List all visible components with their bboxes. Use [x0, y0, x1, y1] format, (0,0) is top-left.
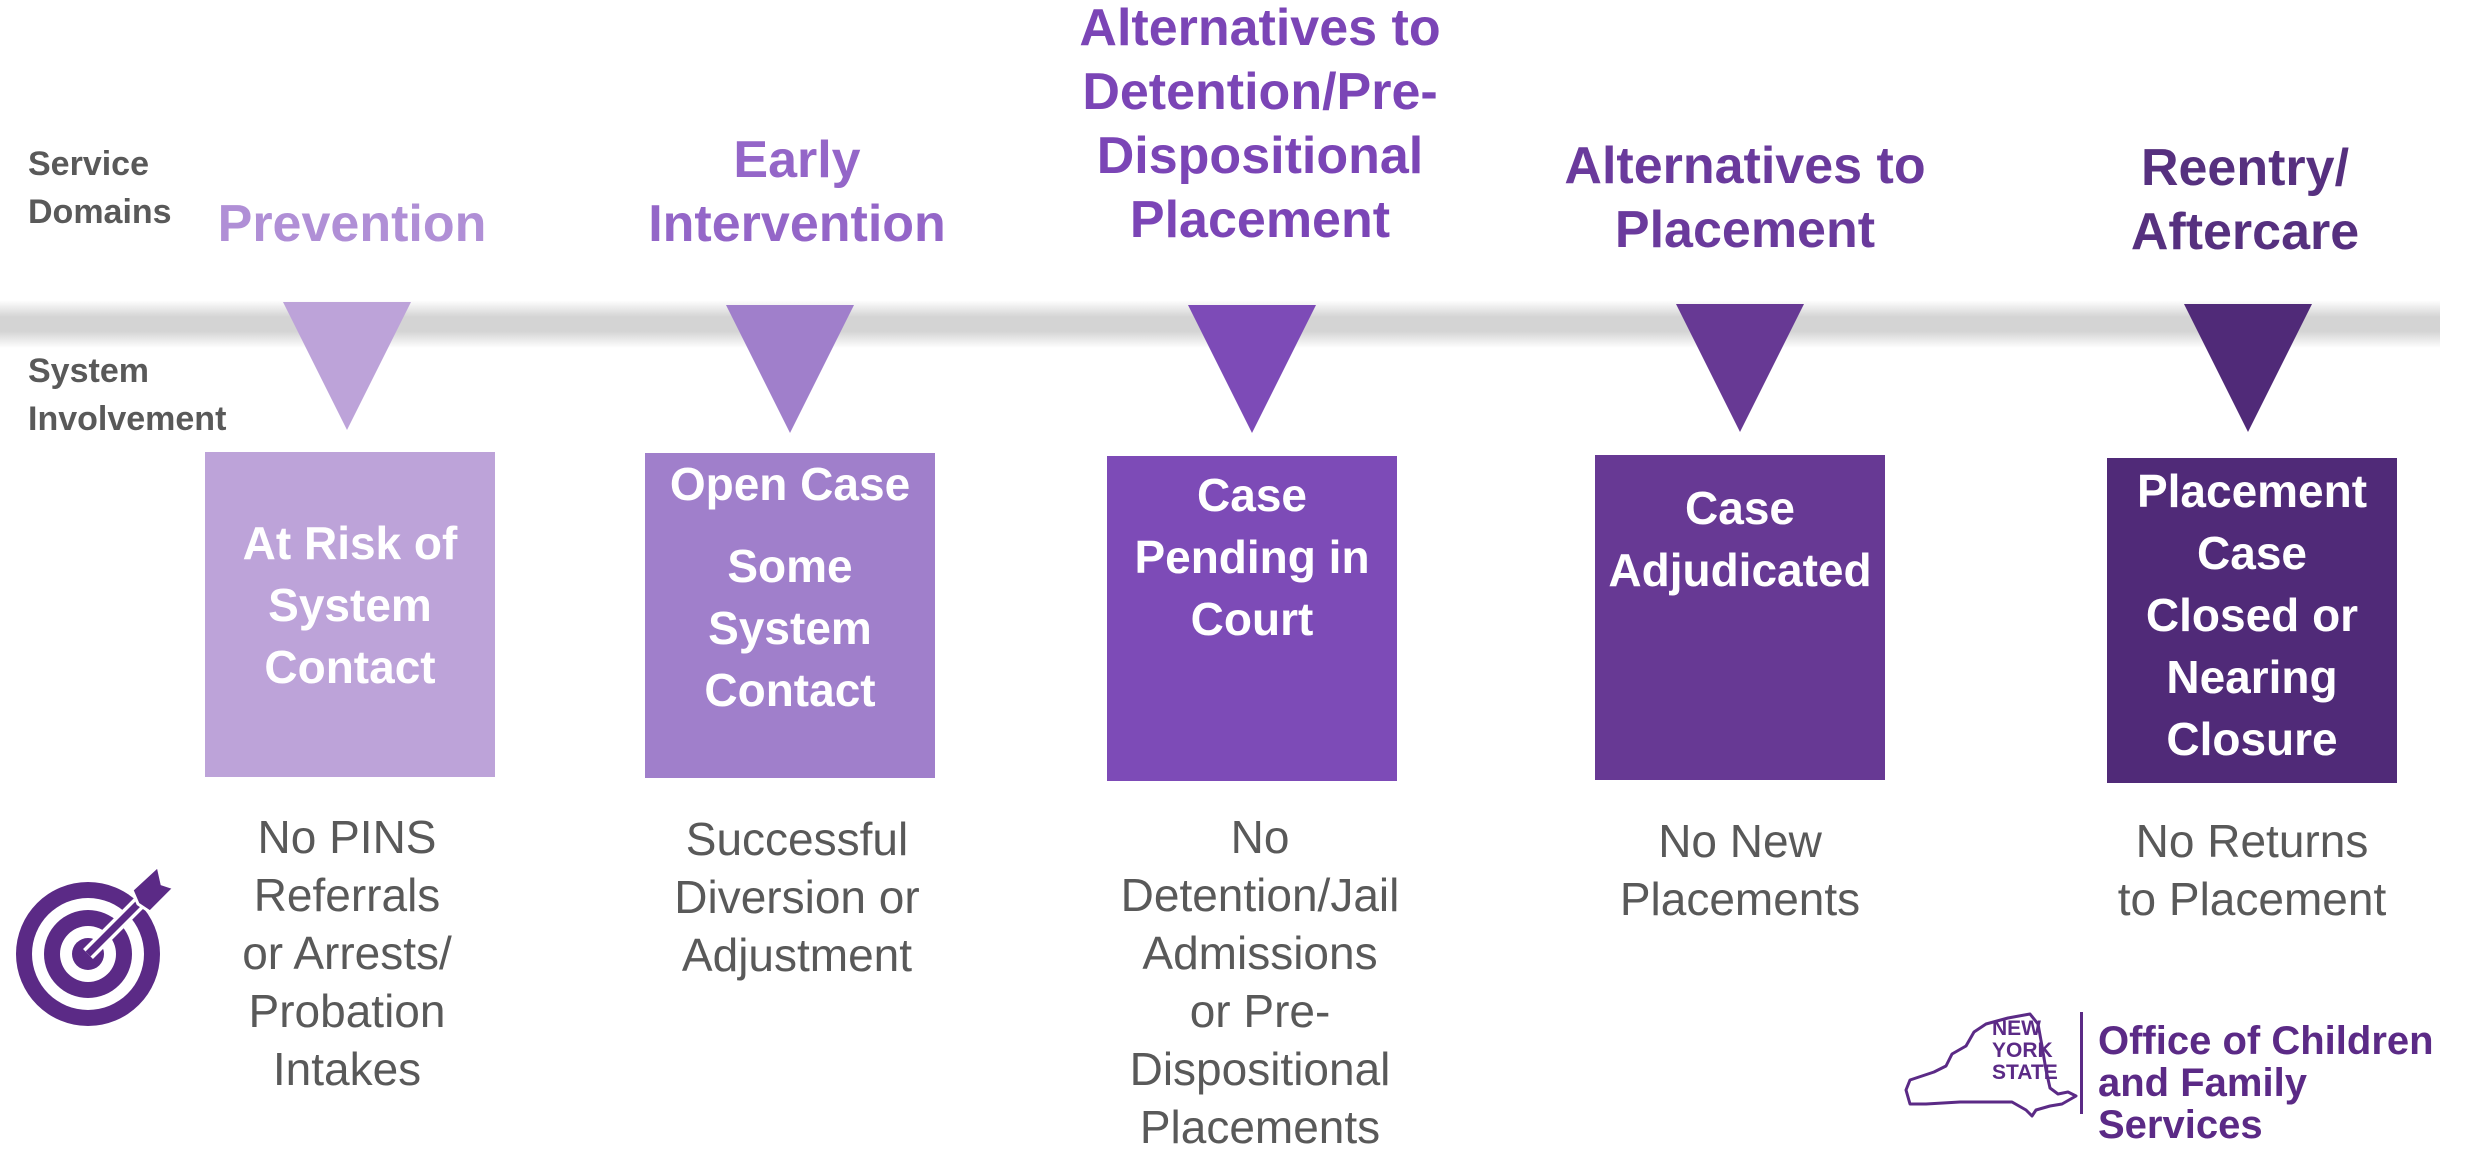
box-line: Case: [1685, 482, 1795, 534]
service-domains-label-line-2: Domains: [28, 193, 172, 231]
domain-title-line: Aftercare: [2130, 203, 2360, 261]
stage-arrow-early-intervention: [726, 305, 854, 433]
outcome-line: Referrals: [253, 869, 441, 921]
domain-title-early-intervention: Early Intervention: [648, 128, 946, 256]
outcome-early-intervention: Successful Diversion or Adjustment: [674, 810, 919, 984]
domain-title-line: Early: [733, 131, 861, 189]
stage-box-placement-case: Placement Case Closed or Nearing Closure: [2107, 458, 2397, 783]
service-domains-label-line-1: Service: [28, 145, 149, 183]
outcome-line: No New: [1658, 815, 1822, 867]
new-york-state-map-icon: [1904, 1012, 2078, 1118]
box-line: Open Case: [669, 458, 911, 510]
box-line: Contact: [264, 641, 436, 693]
box-line: System: [708, 602, 872, 654]
outcome-line: Adjustment: [681, 929, 913, 981]
outcome-reentry-aftercare: No Returns to Placement: [2118, 812, 2386, 928]
domain-title-line: Alternatives to: [1079, 0, 1441, 57]
outcome-line: or Pre-: [1189, 985, 1331, 1037]
domain-title-line: Alternatives to: [1564, 137, 1926, 195]
domain-title-alternatives-to-placement: Alternatives to Placement: [1564, 134, 1925, 262]
ocfs-text-line: Office of Children: [2098, 1019, 2434, 1063]
outcome-line: No PINS: [257, 811, 437, 863]
box-line: Some: [727, 540, 853, 592]
box-line: Nearing: [2166, 651, 2338, 703]
outcome-line: No: [1230, 811, 1290, 863]
outcome-alternatives-to-placement: No New Placements: [1620, 812, 1860, 928]
box-line: At Risk of: [242, 517, 458, 569]
state-text-line: YORK: [1992, 1039, 2053, 1062]
domain-title-prevention: Prevention: [218, 192, 487, 256]
outcome-line: Dispositional: [1129, 1043, 1391, 1095]
box-line: Court: [1190, 593, 1314, 645]
stage-arrow-prevention: [283, 302, 411, 430]
domain-title-line: Placement: [1129, 191, 1391, 249]
domain-title-line: Reentry/: [2140, 139, 2350, 197]
outcome-line: Placements: [1619, 873, 1861, 925]
system-involvement-label-line-2: Involvement: [28, 400, 227, 438]
stage-box-open-case: Open Case Some System Contact: [645, 453, 935, 778]
outcome-alternatives-to-detention: No Detention/Jail Admissions or Pre- Dis…: [1121, 808, 1400, 1156]
logo-divider: [2080, 1012, 2083, 1114]
outcome-line: or Arrests/: [242, 927, 452, 979]
box-line: Closed or: [2145, 589, 2359, 641]
target-icon: [16, 863, 177, 1026]
system-involvement-label-line-1: System: [28, 352, 149, 390]
stage-box-case-pending: Case Pending in Court: [1107, 456, 1397, 781]
outcome-line: Intakes: [272, 1043, 422, 1095]
domain-title-reentry-aftercare: Reentry/ Aftercare: [2131, 136, 2359, 264]
state-text-line: STATE: [1992, 1061, 2058, 1084]
outcome-line: Probation: [248, 985, 446, 1037]
domain-title-line: Detention/Pre-: [1082, 63, 1438, 121]
ocfs-wordmark: Office of Children and Family Services: [2098, 1020, 2460, 1146]
outcome-line: No Returns: [2135, 815, 2369, 867]
domain-title-line: Prevention: [217, 195, 487, 253]
stage-arrow-alternatives-to-placement: [1676, 304, 1804, 432]
outcome-line: Placements: [1139, 1101, 1381, 1153]
outcome-line: Admissions: [1142, 927, 1378, 979]
box-line: Placement: [2136, 465, 2368, 517]
stage-arrow-alternatives-to-detention: [1188, 305, 1316, 433]
box-line: Case: [1197, 469, 1307, 521]
stage-box-at-risk: At Risk of System Contact: [205, 452, 495, 777]
box-line: Contact: [704, 664, 876, 716]
domain-title-line: Placement: [1614, 201, 1876, 259]
box-line: Pending in: [1134, 531, 1370, 583]
new-york-state-wordmark: NEW YORK STATE: [1992, 1018, 2058, 1084]
stage-arrow-reentry-aftercare: [2184, 304, 2312, 432]
state-text-line: NEW: [1992, 1017, 2041, 1040]
domain-title-line: Intervention: [648, 195, 946, 253]
outcome-line: Detention/Jail: [1120, 869, 1400, 921]
box-line: Adjudicated: [1608, 544, 1872, 596]
box-line: Case: [2197, 527, 2307, 579]
box-line: Closure: [2166, 713, 2338, 765]
outcome-prevention: No PINS Referrals or Arrests/ Probation …: [242, 808, 452, 1098]
ocfs-logo: NEW YORK STATE Office of Children and Fa…: [1900, 1010, 2460, 1146]
ocfs-text-line: and Family Services: [2098, 1061, 2307, 1147]
service-domains-label: Service Domains: [28, 140, 172, 236]
outcome-line: to Placement: [2117, 873, 2387, 925]
outcome-line: Successful: [685, 813, 909, 865]
box-line: System: [268, 579, 432, 631]
system-involvement-label: System Involvement: [28, 347, 226, 443]
outcome-line: Diversion or: [674, 871, 920, 923]
domain-title-line: Dispositional: [1096, 127, 1424, 185]
domain-title-alternatives-to-detention: Alternatives to Detention/Pre- Dispositi…: [1079, 0, 1440, 252]
stage-box-case-adjudicated: Case Adjudicated: [1595, 455, 1885, 780]
